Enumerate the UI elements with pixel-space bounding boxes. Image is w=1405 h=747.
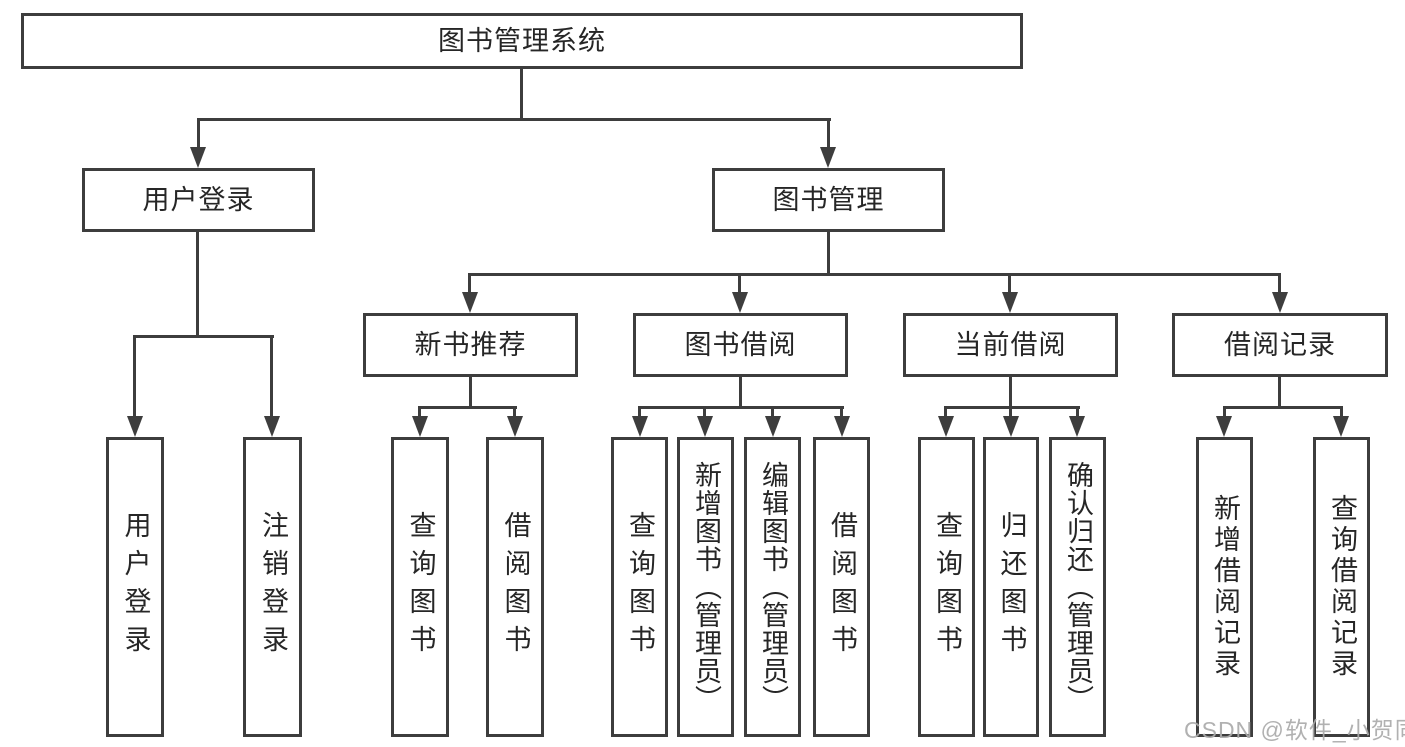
leaf-label: 注销登录 [258,511,288,663]
connector-line [1278,377,1281,409]
leaf-label: 借阅图书 [500,511,531,663]
arrow-down-icon [732,292,748,313]
node-book-management: 图书管理 [712,168,945,232]
arrow-down-icon [190,147,206,168]
connector-line [739,377,742,409]
node-borrow-records: 借阅记录 [1172,313,1388,377]
arrow-down-icon [127,416,143,437]
connector-line [638,406,844,409]
arrow-down-icon [264,416,280,437]
arrow-down-icon [1272,292,1288,313]
node-current-borrow: 当前借阅 [903,313,1118,377]
leaf-label: 归还图书 [996,511,1027,663]
connector-line [1008,276,1011,294]
connector-line [1278,276,1281,294]
connector-line [1076,409,1079,418]
leaf-label: 编辑图书（管理员） [758,461,788,713]
arrow-down-icon [632,416,648,437]
connector-line [827,121,830,149]
leaf-confirm-return-admin: 确认归还（管理员） [1049,437,1106,737]
arrow-down-icon [1216,416,1232,437]
connector-line [1009,409,1012,418]
csdn-watermark: CSDN @软件_小贺同学 [1184,717,1405,743]
connector-line [270,338,273,417]
connector-line [638,409,641,418]
connector-line [418,406,517,409]
node-label: 图书管理 [772,184,885,215]
leaf-label: 借阅图书 [827,511,857,663]
connector-line [197,121,200,149]
leaf-label: 查询借阅记录 [1327,494,1357,680]
leaf-add-books-admin: 新增图书（管理员） [677,437,734,737]
leaf-query-books-current: 查询图书 [918,437,975,737]
connector-line [944,409,947,418]
leaf-add-borrow-record: 新增借阅记录 [1196,437,1253,737]
leaf-borrow-books-recommend: 借阅图书 [486,437,544,737]
connector-line [840,409,843,418]
node-label: 图书管理系统 [438,25,606,56]
leaf-user-login: 用户登录 [106,437,164,737]
leaf-query-books-borrow: 查询图书 [611,437,668,737]
leaf-edit-books-admin: 编辑图书（管理员） [744,437,801,737]
arrow-down-icon [507,416,523,437]
arrow-down-icon [765,416,781,437]
node-label: 新书推荐 [414,329,527,360]
connector-line [133,338,136,417]
arrow-down-icon [412,416,428,437]
arrow-down-icon [1333,416,1349,437]
leaf-label: 查询图书 [405,511,436,663]
connector-line [1340,409,1343,418]
arrow-down-icon [1069,416,1085,437]
leaf-label: 查询图书 [932,511,962,663]
leaf-label: 用户登录 [120,511,151,663]
connector-line [469,377,472,409]
connector-line [1223,406,1343,409]
leaf-label: 确认归还（管理员） [1063,461,1093,713]
leaf-label: 新增图书（管理员） [691,461,721,713]
arrow-down-icon [938,416,954,437]
connector-line [771,409,774,418]
arrow-down-icon [820,147,836,168]
leaf-query-books-recommend: 查询图书 [391,437,449,737]
node-label: 借阅记录 [1224,329,1336,360]
node-book-borrow: 图书借阅 [633,313,848,377]
node-new-book-recommend: 新书推荐 [363,313,578,377]
node-root-system: 图书管理系统 [21,13,1023,69]
connector-line [738,276,741,294]
arrow-down-icon [1003,416,1019,437]
node-label: 图书借阅 [684,329,797,360]
connector-line [1223,409,1226,418]
connector-line [513,409,516,418]
arrow-down-icon [834,416,850,437]
leaf-label: 查询图书 [625,511,655,663]
connector-line [197,118,831,121]
leaf-return-books: 归还图书 [983,437,1039,737]
arrow-down-icon [1002,292,1018,313]
node-label: 用户登录 [142,184,255,215]
leaf-query-borrow-record: 查询借阅记录 [1313,437,1370,737]
connector-line [196,232,199,338]
connector-line [468,276,471,294]
node-user-login: 用户登录 [82,168,315,232]
leaf-logout: 注销登录 [243,437,302,737]
connector-line [1009,377,1012,409]
arrow-down-icon [462,292,478,313]
leaf-borrow-books: 借阅图书 [813,437,870,737]
arrow-down-icon [697,416,713,437]
connector-line [944,406,1080,409]
node-label: 当前借阅 [954,329,1067,360]
connector-line [133,335,274,338]
connector-line [827,232,830,276]
connector-line [418,409,421,418]
connector-line [468,273,1281,276]
leaf-label: 新增借阅记录 [1210,494,1240,680]
connector-line [520,69,523,121]
connector-line [703,409,706,418]
